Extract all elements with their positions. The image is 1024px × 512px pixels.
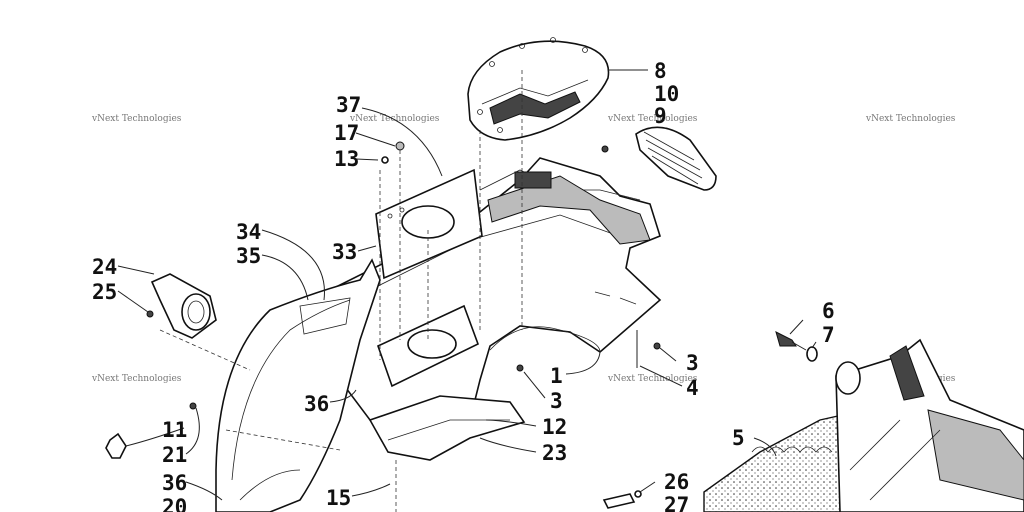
callout-3: 3: [550, 389, 563, 413]
callout-3: 3: [686, 351, 699, 375]
callout-12: 12: [542, 415, 567, 439]
callout-7: 7: [822, 323, 835, 347]
callout-35: 35: [236, 244, 261, 268]
part-10-vent: [635, 126, 717, 191]
callout-27: 27: [664, 493, 689, 512]
watermark: vNext Technologies: [91, 374, 182, 384]
watermark: vNext Technologies: [607, 114, 698, 124]
callout-21: 21: [162, 443, 187, 467]
callout-8: 8: [654, 59, 667, 83]
callout-13: 13: [334, 147, 359, 171]
callout-36: 36: [162, 471, 187, 495]
part-8-shroud-cup: [467, 37, 610, 141]
watermark: vNext Technologies: [349, 114, 440, 124]
part-12-floor: [368, 395, 526, 461]
assembly-lines: [159, 70, 523, 512]
callout-33: 33: [332, 240, 357, 264]
callout-23: 11: [162, 418, 187, 442]
part-5-belly-pan: [703, 411, 857, 512]
part-24-boot: [150, 273, 217, 339]
callout-17: 17: [334, 121, 359, 145]
watermark: vNext Technologies: [607, 374, 698, 384]
callout-4: 4: [686, 376, 699, 400]
watermark: vNext Technologies: [865, 114, 956, 124]
callout-1: 1: [550, 364, 563, 388]
part-hood-side: [835, 338, 1024, 512]
callout-6: 6: [822, 299, 835, 323]
callout-34: 34: [236, 220, 261, 244]
callout-5: 5: [732, 426, 745, 450]
part-37-plate: [375, 168, 483, 280]
callout-36: 36: [304, 392, 329, 416]
hardware: [105, 141, 818, 509]
callout-15: 15: [326, 486, 351, 510]
part-34-fender: [215, 258, 381, 512]
watermark: vNext Technologies: [91, 114, 182, 124]
leader-lines: [117, 69, 817, 501]
callout-37: 37: [336, 93, 361, 117]
callout-26: 26: [664, 470, 689, 494]
callout-10: 10: [654, 82, 679, 106]
callout-20: 20: [162, 495, 187, 512]
callout-9: 9: [654, 104, 667, 128]
callout-25: 25: [92, 280, 117, 304]
part-33-plate: [377, 304, 480, 388]
callouts: 8 10 9 37 17 13 34 35 33 24 25 6 7 3 1 4…: [92, 59, 835, 512]
callout-11: 23: [542, 441, 567, 465]
callout-24: 24: [92, 255, 117, 279]
